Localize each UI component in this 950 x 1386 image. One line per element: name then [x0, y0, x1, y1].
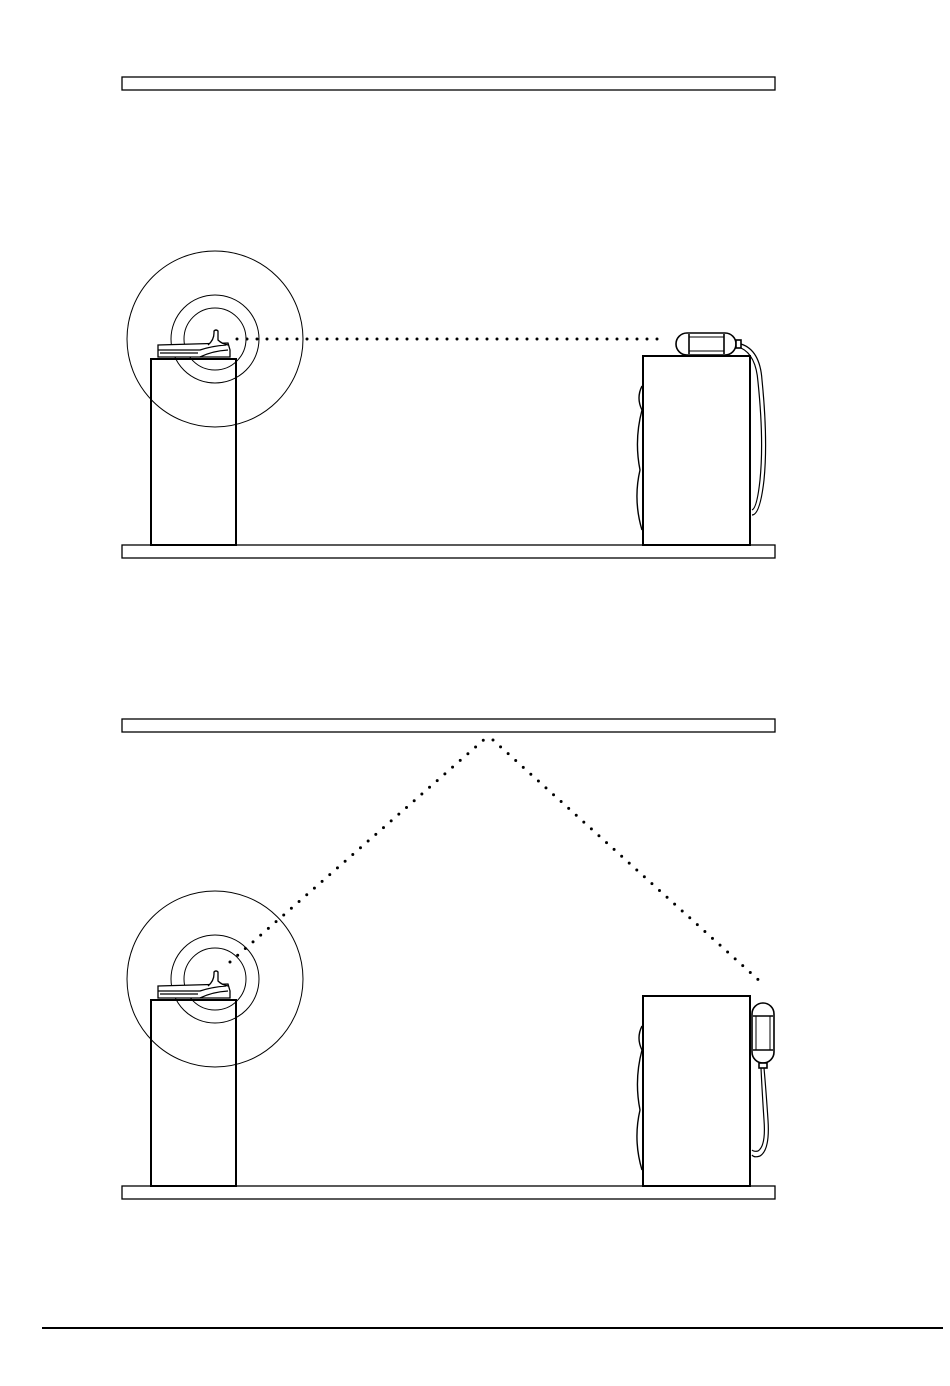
receiver-cable-shadow: [752, 1068, 764, 1151]
ceiling-slab: [122, 77, 775, 90]
receiver-cable: [752, 1068, 768, 1157]
scene-reflected: [122, 719, 775, 1199]
signal-path-down: [493, 740, 763, 984]
receiver-cabinet: [637, 356, 750, 545]
receiver-cabinet: [637, 996, 750, 1186]
ceiling-slab: [122, 719, 775, 732]
floor-slab: [122, 1186, 775, 1199]
scene-direct: [122, 77, 775, 558]
signal-path-up: [230, 737, 487, 962]
receiver-sensor: [676, 333, 741, 355]
transmitter-device: [158, 343, 230, 357]
receiver-sensor: [752, 1003, 774, 1068]
transmitter-device: [158, 984, 230, 998]
floor-slab: [122, 545, 775, 558]
transmitter-stand: [151, 1000, 236, 1186]
transmitter-stand: [151, 359, 236, 545]
